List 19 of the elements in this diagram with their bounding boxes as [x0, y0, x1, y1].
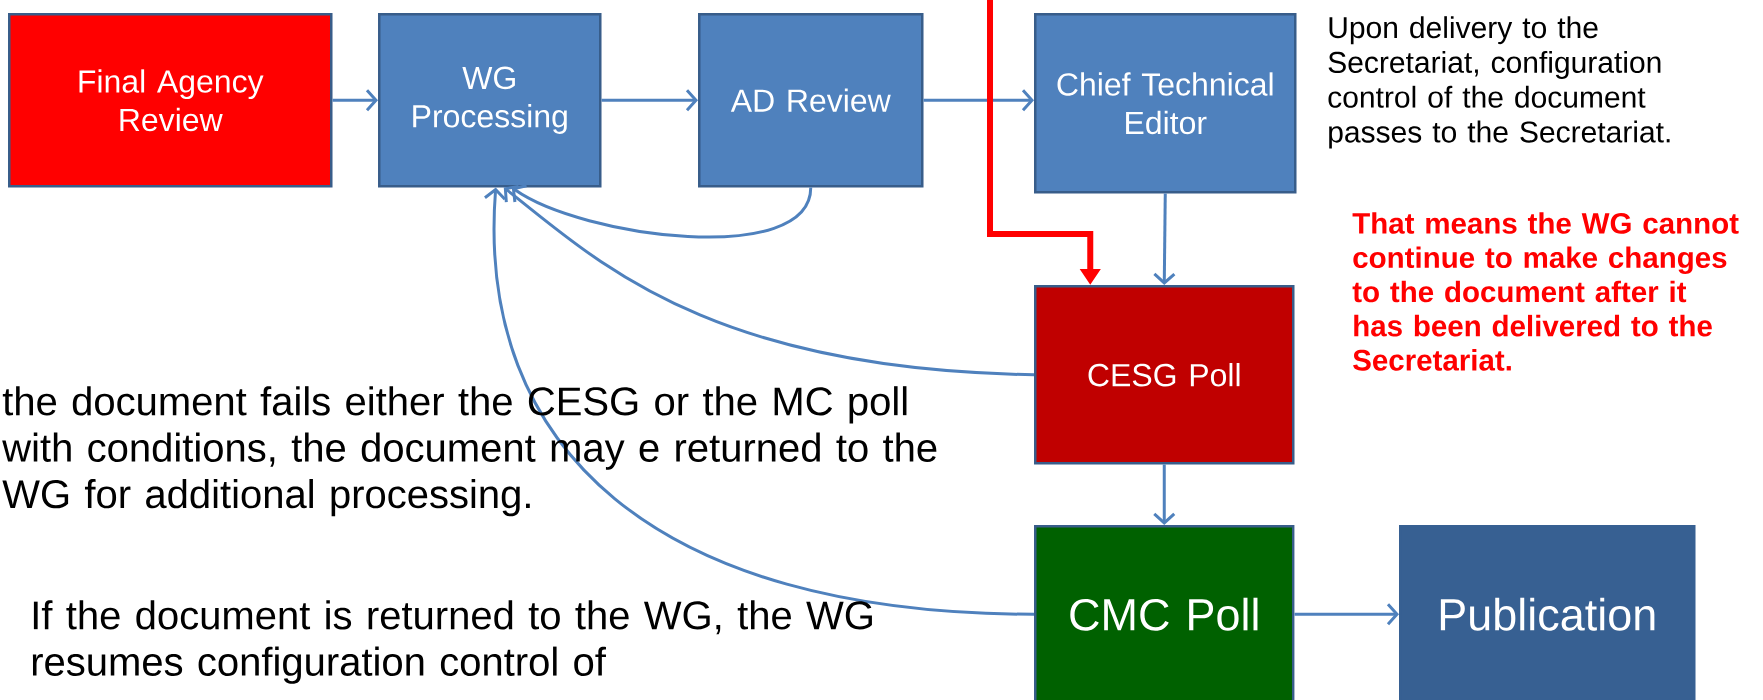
arrow	[923, 89, 1034, 112]
arrow	[1294, 603, 1399, 626]
arrow	[1153, 464, 1176, 525]
arrow	[503, 184, 1035, 377]
arrow	[1153, 193, 1176, 285]
arrow	[484, 187, 1035, 616]
note-text: Upon delivery to the Secretariat, configuration control of the document passes to the Secretariat.	[1328, 16, 1670, 149]
note-text: That means the WG cannot continue to make changes to the document after it has been delivered to the Secretariat.	[1352, 212, 1739, 371]
arrow	[332, 89, 378, 112]
process-box: CESG Poll	[1034, 285, 1295, 465]
process-box: Chief Technical Editor	[1034, 13, 1297, 194]
process-box: Publication	[1399, 525, 1696, 700]
arrow	[601, 89, 698, 112]
process-box: AD Review	[698, 13, 924, 188]
process-box: WG Processing	[378, 13, 602, 188]
arrow	[511, 184, 813, 239]
process-box: CMC Poll	[1034, 525, 1295, 700]
note-text: If the document is returned to the WG, the WG resumes configuration control of	[32, 600, 872, 684]
process-box: Final Agency Review	[8, 13, 333, 188]
